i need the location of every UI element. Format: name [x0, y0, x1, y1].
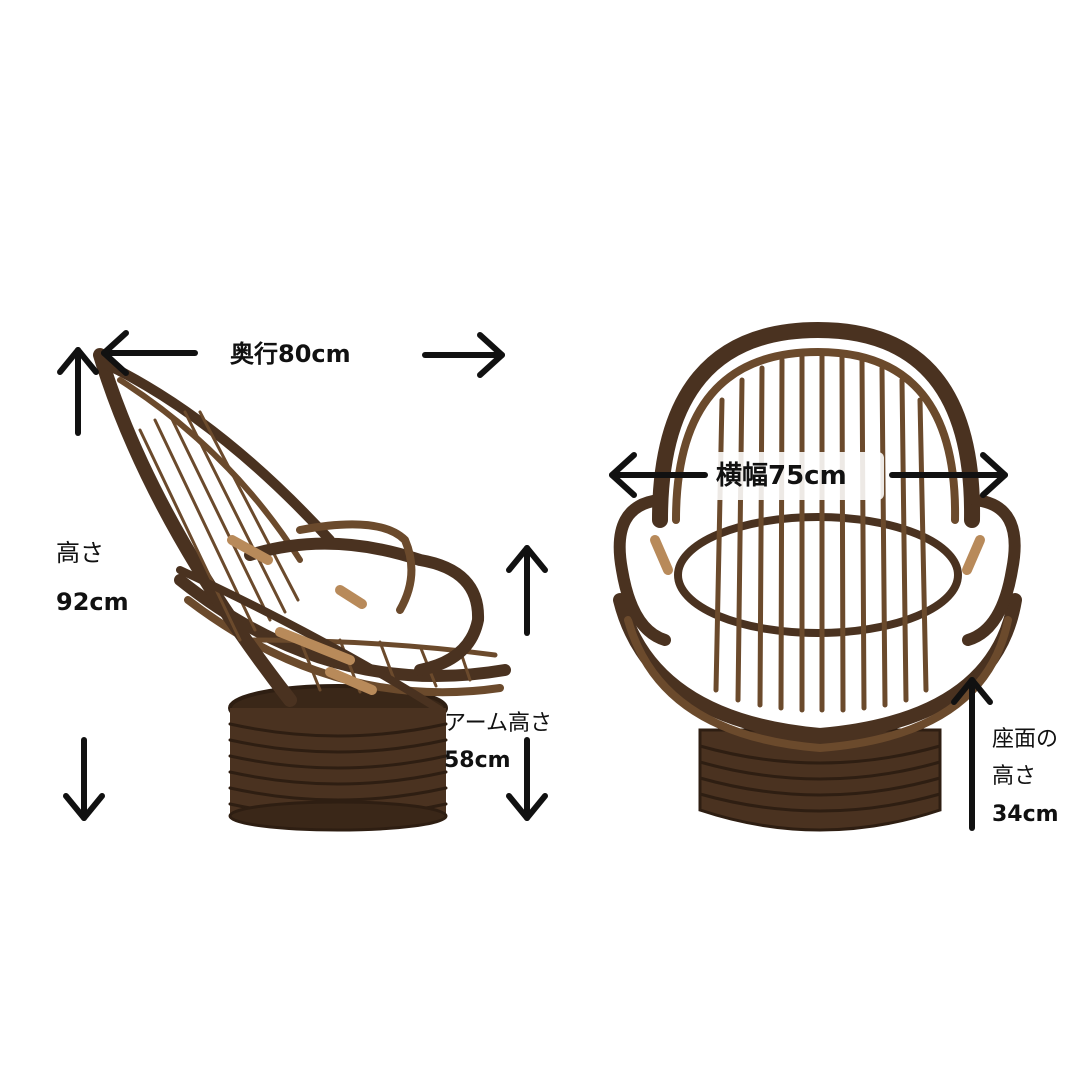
- front-chair-base: [698, 728, 942, 832]
- seat-height-label-line3: 34cm: [992, 802, 1059, 827]
- side-view-chair: [93, 348, 511, 832]
- side-chair-arm: [176, 520, 485, 714]
- width-label: 横幅75cm: [716, 461, 847, 491]
- front-chair-arms: [613, 494, 1021, 646]
- height-label-line1: 高さ: [56, 539, 104, 567]
- height-arrow-down: [63, 737, 105, 821]
- arm-height-label-line1: アーム高さ: [444, 711, 553, 736]
- height-arrow-up: [57, 347, 99, 436]
- arm-height-label-line2: 58cm: [444, 748, 511, 773]
- front-view-chair: [613, 321, 1022, 832]
- arm-height-arrow-down: [506, 737, 548, 821]
- width-label-backdrop: [708, 452, 884, 500]
- front-chair-bindings: [650, 535, 985, 575]
- depth-arrow-left: [101, 330, 198, 376]
- width-arrow-left: [609, 452, 708, 498]
- depth-arrow-right: [422, 332, 505, 378]
- seat-height-label-line1: 座面の: [992, 727, 1059, 752]
- front-chair-seat-rim: [613, 513, 1022, 753]
- dimension-arrows: [57, 330, 1008, 831]
- width-arrow-right: [889, 452, 1008, 498]
- side-chair-back: [93, 348, 335, 707]
- arm-height-arrow-up: [506, 545, 548, 636]
- height-label-line2: 92cm: [56, 588, 129, 616]
- side-chair-bindings: [227, 535, 377, 695]
- seat-height-arrow-up: [951, 677, 993, 831]
- seat-height-label-line2: 高さ: [992, 764, 1037, 789]
- front-chair-spindles: [713, 352, 929, 713]
- front-chair-back-hoop: [652, 321, 981, 528]
- side-chair-base: [228, 684, 448, 832]
- depth-label: 奥行80cm: [230, 340, 351, 368]
